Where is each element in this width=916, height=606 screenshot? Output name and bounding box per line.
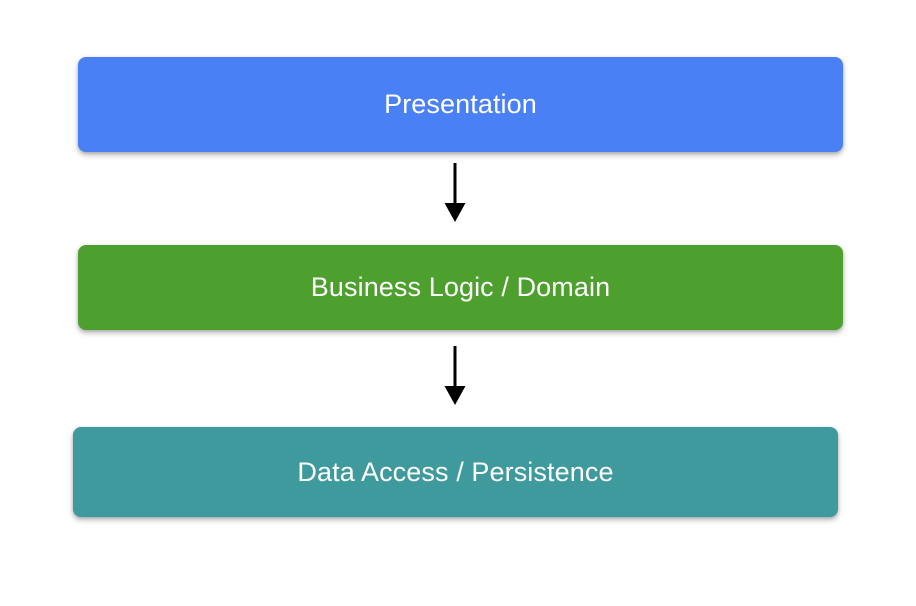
- layer-box-business-logic[interactable]: Business Logic / Domain: [78, 245, 843, 330]
- layer-label-business-logic: Business Logic / Domain: [310, 272, 611, 302]
- layer-label-data-access: Data Access / Persistence: [297, 456, 614, 487]
- arrow-down-icon-presentation-to-business: [431, 163, 479, 223]
- layer-box-data-access[interactable]: Data Access / Persistence: [73, 427, 838, 517]
- layer-label-presentation: Presentation: [384, 89, 537, 119]
- layer-box-presentation[interactable]: Presentation: [78, 57, 843, 152]
- arrow-down-icon-business-to-data: [431, 346, 479, 406]
